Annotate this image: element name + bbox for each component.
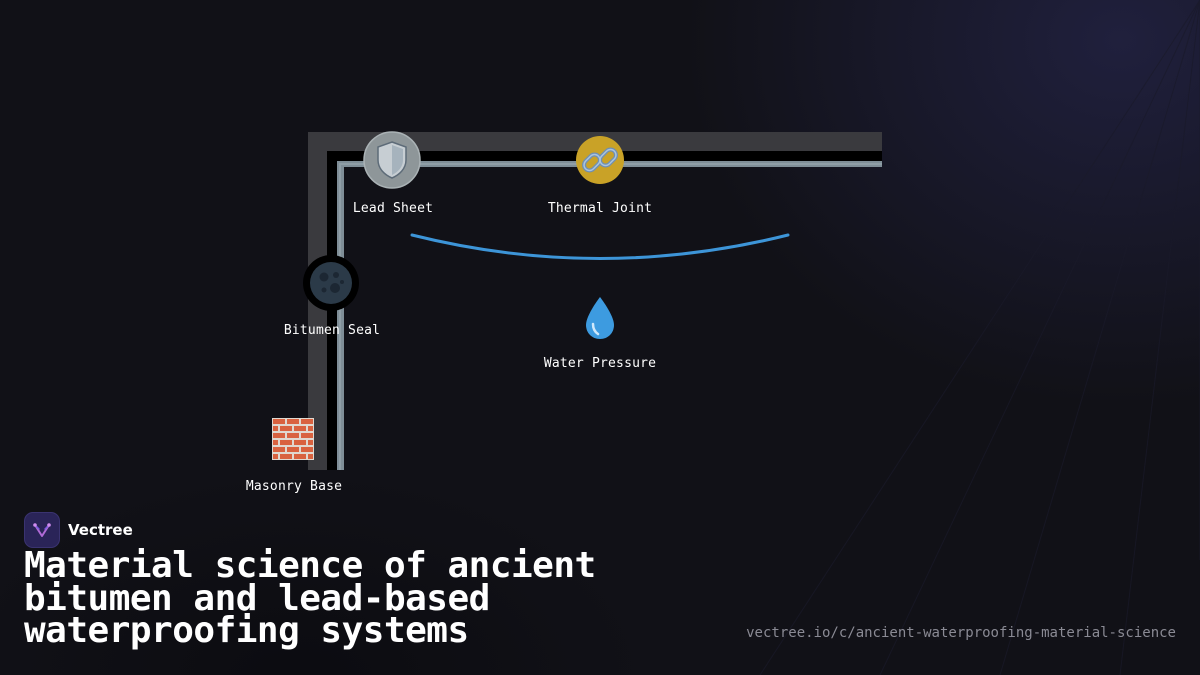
masonry-base-label: Masonry Base	[245, 479, 343, 494]
page-title: Material science of ancient bitumen and …	[24, 545, 596, 651]
masonry-base-node	[271, 418, 315, 460]
shield-icon	[363, 131, 421, 189]
thermal-joint-label: Thermal Joint	[547, 201, 653, 216]
dark-moon-icon	[303, 255, 359, 311]
link-icon	[576, 136, 624, 184]
water-droplet-icon	[586, 297, 614, 339]
footer-url[interactable]: vectree.io/c/ancient-waterproofing-mater…	[746, 625, 1176, 641]
brand: Vectree	[24, 512, 133, 548]
bitumen-seal-node	[302, 254, 360, 312]
lead-sheet-label: Lead Sheet	[352, 201, 434, 216]
brand-name: Vectree	[68, 521, 133, 539]
thermal-joint-node	[575, 135, 625, 185]
pressure-arc	[410, 233, 790, 260]
water-pressure-label: Water Pressure	[543, 356, 657, 371]
vectree-logo-icon	[24, 512, 60, 548]
bitumen-seal-label: Bitumen Seal	[283, 323, 381, 338]
brick-icon	[272, 418, 314, 460]
lead-sheet-node	[363, 131, 421, 189]
water-pressure-node	[582, 295, 618, 341]
